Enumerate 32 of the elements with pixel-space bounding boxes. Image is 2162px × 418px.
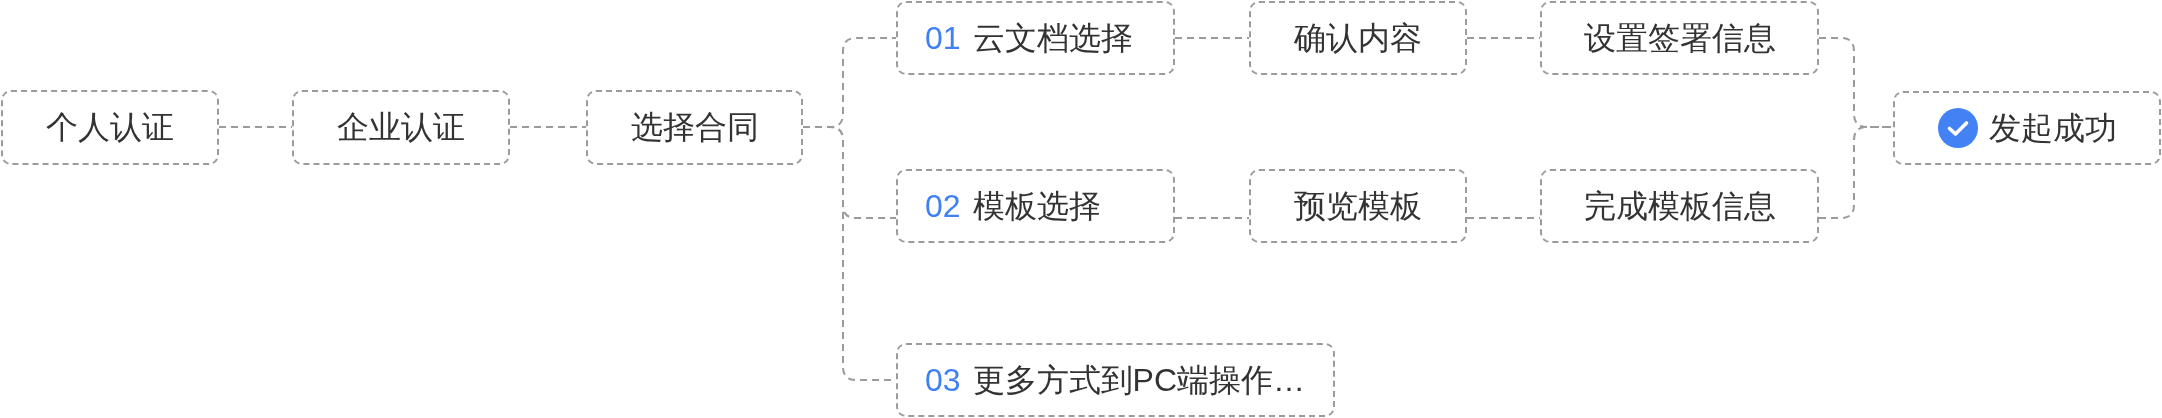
step-label: 确认内容	[1294, 19, 1422, 57]
step-number: 01	[925, 19, 961, 57]
connector-line	[1174, 217, 1250, 219]
step-label: 设置签署信息	[1583, 19, 1776, 57]
connector-line	[218, 126, 293, 128]
step-label: 预览模板	[1294, 187, 1422, 225]
step-box	[896, 169, 1175, 243]
connector-line	[1174, 37, 1250, 39]
step-box	[586, 90, 803, 165]
step-label: 企业认证	[337, 109, 465, 146]
step-box	[1540, 169, 1819, 243]
connector-line	[509, 126, 587, 128]
step-box	[1893, 91, 2161, 165]
step-label: 更多方式到PC端操作…	[972, 361, 1306, 399]
connector-line	[1466, 37, 1541, 39]
connector-line	[1466, 217, 1541, 219]
step-box	[1540, 1, 1819, 75]
step-number: 02	[925, 187, 961, 225]
step-box	[1249, 1, 1467, 75]
connector-line	[1818, 37, 1894, 128]
step-label: 模板选择	[972, 187, 1101, 225]
step-label: 发起成功	[1988, 109, 2117, 147]
step-label: 个人认证	[46, 109, 174, 146]
step-box	[292, 90, 510, 165]
step-label: 选择合同	[630, 109, 759, 146]
step-box	[896, 343, 1335, 417]
step-number: 03	[925, 361, 961, 399]
step-box	[896, 1, 1175, 75]
step-label: 完成模板信息	[1583, 187, 1776, 225]
step-box	[1249, 169, 1467, 243]
step-label: 云文档选择	[972, 19, 1133, 57]
step-box	[1, 90, 219, 165]
